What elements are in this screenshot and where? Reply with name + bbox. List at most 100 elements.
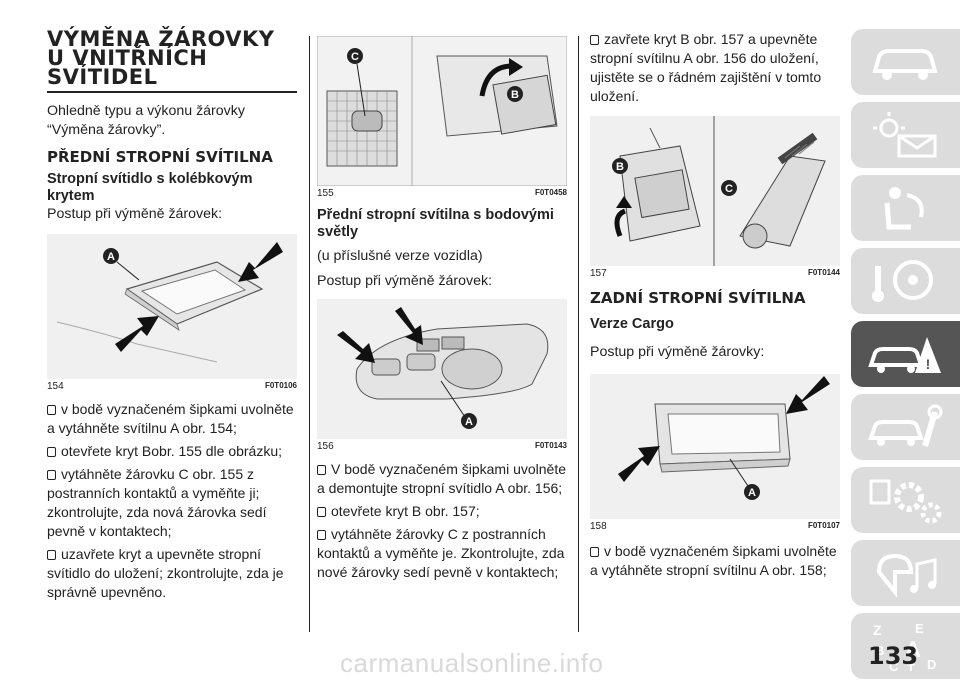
label-a-marker — [744, 484, 760, 500]
bullet-item: otevřete kryt Bobr. 155 dle obrázku; — [47, 442, 297, 461]
label-c: C — [725, 183, 733, 195]
arrow-icon — [115, 316, 159, 352]
figure-155: C B 155 F0T0458 — [317, 36, 567, 199]
figure-code: F0T0107 — [807, 521, 840, 530]
svg-text:D: D — [927, 657, 936, 671]
index-letters-icon: Z E B A C T D — [873, 621, 936, 671]
procedure-text: Postup při výměně žárovek: — [317, 273, 493, 289]
column-1: VÝMĚNA ŽÁROVKY U VNITŘNÍCH SVÍTIDEL Ohle… — [47, 29, 297, 602]
procedure-text: Postup při výměně žárovky: — [590, 344, 765, 360]
bullet-item: vytáhněte žárovky C z postranních kontak… — [317, 526, 565, 580]
svg-text:E: E — [915, 621, 924, 636]
car-icon — [872, 49, 938, 80]
arrow-icon — [238, 242, 283, 282]
checkbox-icon — [590, 547, 599, 557]
rear-lamp-illustration: A — [590, 374, 840, 519]
svg-text:A: A — [905, 637, 921, 662]
label-a: A — [748, 487, 756, 499]
label-a-marker — [461, 413, 477, 429]
column-divider — [309, 36, 310, 632]
arrow-icon — [509, 58, 523, 76]
bulb-contacts-illustration: B C — [590, 116, 840, 266]
svg-text:T: T — [907, 661, 915, 671]
tab-maintenance[interactable] — [851, 394, 960, 460]
chapter-sidebar: ! Z E B A C T D — [851, 29, 960, 686]
arrow-icon — [616, 196, 632, 208]
figure-caption: 158 F0T0107 — [590, 521, 840, 532]
figure-number: 157 — [590, 268, 607, 279]
column-2: C B 155 F0T0458 Přední stropní svítilna … — [317, 36, 567, 582]
figure-code: F0T0144 — [807, 268, 840, 277]
bullet-item: v bodě vyznačeném šipkami uvolněte a vyt… — [590, 543, 837, 578]
label-c-marker — [721, 180, 737, 196]
tab-airbag-seat[interactable] — [851, 175, 960, 241]
procedure-text: Postup při výměně žárovek: — [47, 206, 223, 222]
label-b: B — [616, 161, 624, 173]
figure-caption: 156 F0T0143 — [317, 441, 567, 452]
figure-code: F0T0458 — [534, 188, 567, 197]
multimedia-icon — [876, 553, 937, 598]
figure-157: B C 157 F0T0144 — [590, 116, 840, 279]
tab-car[interactable] — [851, 29, 960, 95]
variant-text: (u příslušné verze vozidla) — [317, 248, 483, 264]
bullet-item: uzavřete kryt a upevněte stropní svítidl… — [47, 546, 284, 600]
checkbox-icon — [47, 447, 56, 457]
tab-warning-lights[interactable] — [851, 102, 960, 168]
label-a: A — [465, 416, 473, 428]
sub-heading-spotlights: Přední stropní svítilna s bodovými světl… — [317, 207, 554, 240]
intro-text: Ohledně typu a výkonu žárovky “Výměna žá… — [47, 103, 245, 138]
figure-154: A 154 F0T0106 — [47, 234, 297, 392]
section-heading-rear: ZADNÍ STROPNÍ SVÍTILNA — [590, 289, 806, 307]
tab-multimedia[interactable] — [851, 540, 960, 606]
label-a-marker — [103, 248, 119, 264]
tab-index[interactable]: Z E B A C T D — [851, 613, 960, 679]
arrow-icon — [786, 376, 830, 414]
bullet-item: zavřete kryt B obr. 157 a upevněte strop… — [590, 31, 822, 104]
figure-caption: 155 F0T0458 — [317, 188, 567, 199]
tab-breakdown[interactable]: ! — [851, 321, 960, 387]
figure-158: A 158 F0T0107 — [590, 374, 840, 532]
breakdown-icon: ! — [868, 337, 941, 373]
sub-heading-cargo: Verze Cargo — [590, 316, 674, 332]
label-b: B — [511, 89, 519, 101]
tab-technical-data[interactable] — [851, 467, 960, 533]
watermark: carmanualsonline.info — [340, 648, 604, 678]
figure-caption: 154 F0T0106 — [47, 381, 297, 392]
figure-code: F0T0106 — [264, 381, 297, 390]
wrench-car-icon — [868, 404, 943, 447]
bullet-item: v bodě vyznačeném šipkami uvolněte a vyt… — [47, 401, 294, 436]
figure-code: F0T0143 — [534, 441, 567, 450]
svg-text:B: B — [875, 643, 884, 658]
figure-number: 155 — [317, 188, 334, 199]
checkbox-icon — [47, 550, 56, 560]
checkbox-icon — [317, 530, 326, 540]
warning-lights-icon — [873, 112, 937, 158]
figure-number: 156 — [317, 441, 334, 452]
tab-steering-key[interactable] — [851, 248, 960, 314]
bullet-item: V bodě vyznačeném šipkami uvolněte a dem… — [317, 461, 567, 496]
checkbox-icon — [317, 507, 326, 517]
spotlight-lamp-illustration: A — [317, 299, 567, 439]
bullet-item: vytáhněte žárovku C obr. 155 z postranní… — [47, 466, 267, 539]
lamp-cover-illustration: C B — [317, 36, 567, 186]
svg-text:!: ! — [926, 356, 931, 372]
gears-icon — [869, 479, 942, 524]
airbag-seat-icon — [884, 187, 924, 230]
dome-light-illustration: A — [47, 234, 297, 379]
checkbox-icon — [590, 35, 599, 45]
label-c-marker — [347, 48, 363, 64]
section-heading-front: PŘEDNÍ STROPNÍ SVÍTILNA — [47, 148, 273, 166]
label-b-marker — [507, 86, 523, 102]
arrow-icon — [337, 331, 375, 363]
checkbox-icon — [47, 470, 56, 480]
checkbox-icon — [47, 405, 56, 415]
steering-key-icon — [872, 260, 933, 302]
checkbox-icon — [317, 465, 326, 475]
column-divider — [578, 36, 579, 632]
sub-heading-rocker: Stropní svítidlo s kolébkovým krytem — [47, 171, 253, 204]
label-c: C — [351, 51, 359, 63]
arrow-icon — [395, 307, 423, 345]
column-3: zavřete kryt B obr. 157 a upevněte strop… — [590, 30, 840, 580]
arrow-icon — [618, 446, 660, 482]
page-title: VÝMĚNA ŽÁROVKY U VNITŘNÍCH SVÍTIDEL — [47, 29, 297, 93]
